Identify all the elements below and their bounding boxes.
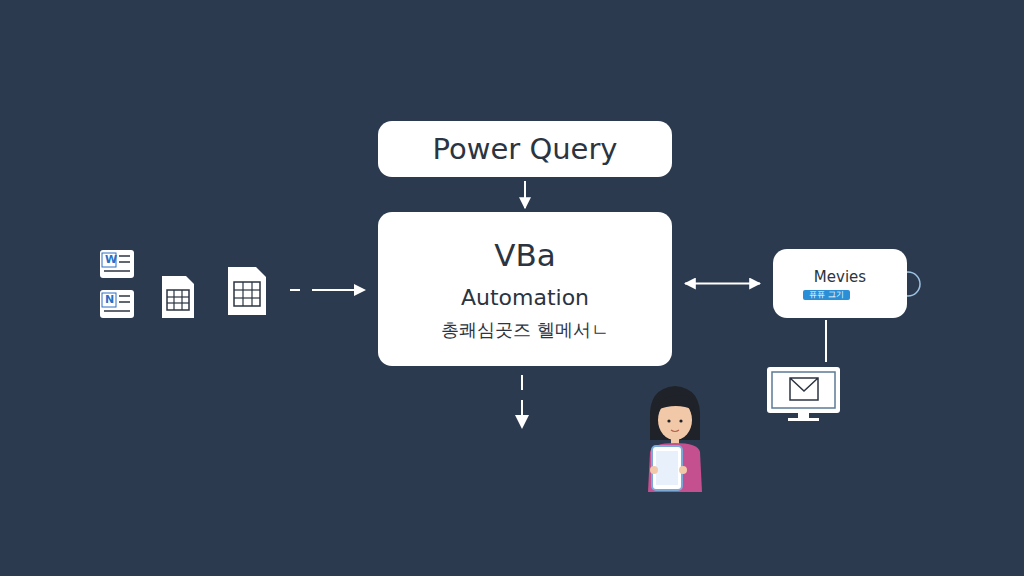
spreadsheet-icon xyxy=(162,276,194,318)
monitor-icon xyxy=(767,367,840,421)
node-title: Mevies xyxy=(814,268,866,286)
node-title: VBa xyxy=(494,237,555,274)
arrow-connector xyxy=(685,283,760,285)
node-title: Power Query xyxy=(432,132,617,167)
dashed-arrow xyxy=(515,375,529,429)
connector-line xyxy=(825,320,827,362)
process-box: Power Query xyxy=(378,121,672,177)
document-icon xyxy=(100,250,134,278)
icon-letter: W xyxy=(105,254,117,266)
person-illustration xyxy=(648,386,702,492)
arrow-connector xyxy=(524,181,526,208)
document-icon xyxy=(100,290,134,318)
node-text: 총쾌심곳즈 헬메서ㄴ xyxy=(441,319,609,341)
tag-pill: 퓨퓨 그기 xyxy=(803,290,850,300)
spreadsheet-icon xyxy=(228,267,266,315)
process-box: Mevies 퓨퓨 그기 xyxy=(773,249,907,318)
process-box: VBaAutomation 총쾌심곳즈 헬메서ㄴ xyxy=(378,212,672,366)
dashed-arrow xyxy=(290,284,366,296)
node-title: 퓨퓨 그기 xyxy=(809,290,844,300)
node-text: Automation xyxy=(461,285,589,311)
icon-letter: N xyxy=(105,294,114,306)
